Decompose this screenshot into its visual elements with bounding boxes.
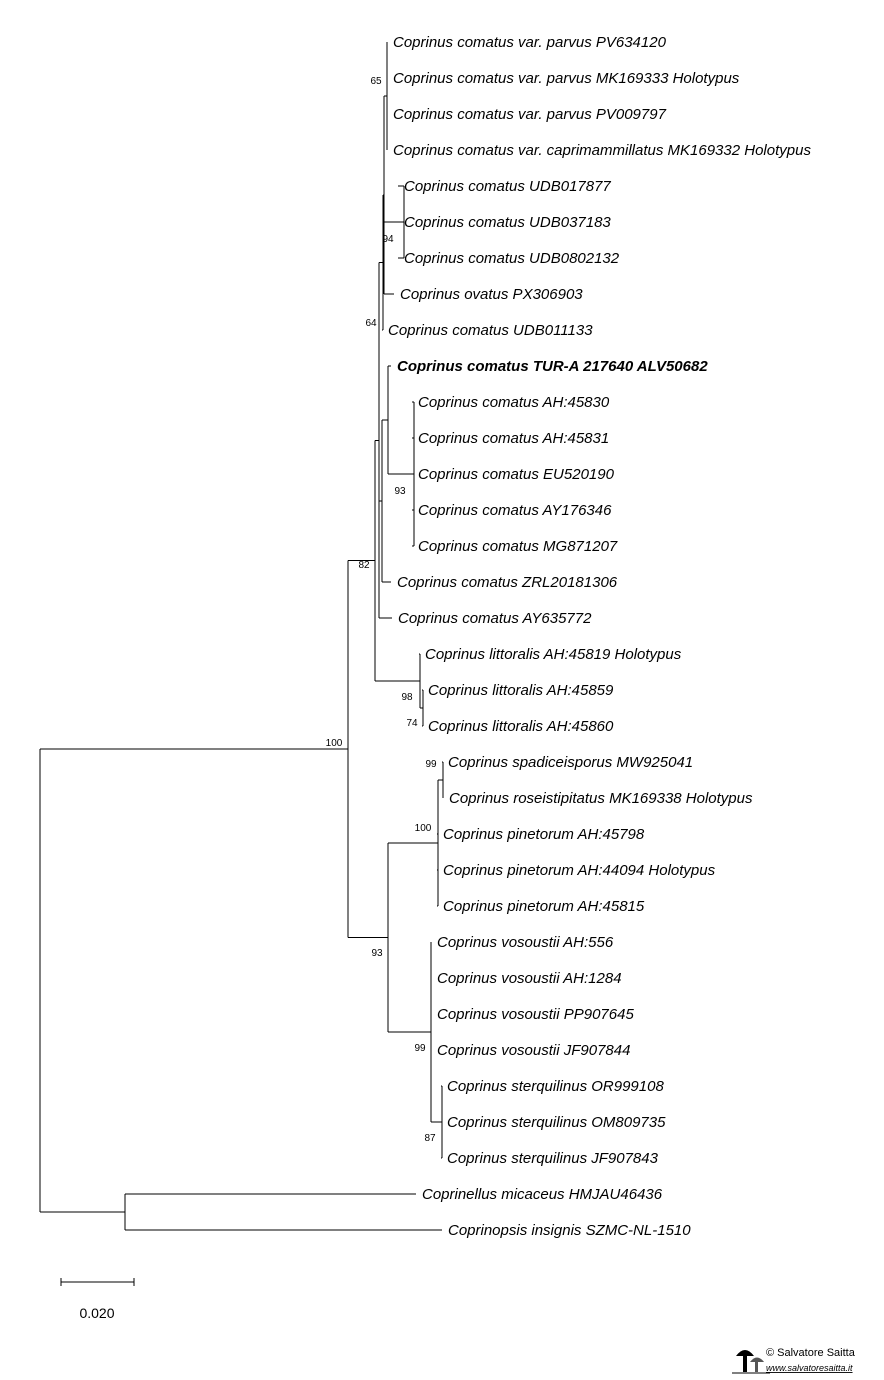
taxon-label: Coprinus comatus AY635772 bbox=[398, 610, 592, 627]
support-value: 99 bbox=[414, 1043, 426, 1054]
taxon-label: Coprinus comatus UDB017877 bbox=[404, 178, 611, 195]
taxon-label: Coprinus comatus UDB0802132 bbox=[404, 250, 620, 267]
taxon-label: Coprinus comatus ZRL20181306 bbox=[397, 574, 618, 591]
taxon-label: Coprinus comatus MG871207 bbox=[418, 538, 618, 555]
taxon-label: Coprinus pinetorum AH:45798 bbox=[443, 826, 645, 843]
taxon-label: Coprinus comatus AH:45831 bbox=[418, 430, 609, 447]
support-value: 100 bbox=[326, 738, 343, 749]
taxon-label: Coprinus sterquilinus JF907843 bbox=[447, 1150, 659, 1167]
taxon-label: Coprinus vosoustii AH:1284 bbox=[437, 970, 622, 987]
taxon-label: Coprinus littoralis AH:45860 bbox=[428, 718, 614, 735]
watermark-name: © Salvatore Saitta bbox=[766, 1347, 856, 1359]
scale-bar-label: 0.020 bbox=[79, 1305, 114, 1321]
taxon-label: Coprinus pinetorum AH:45815 bbox=[443, 898, 645, 915]
taxon-label: Coprinus comatus var. parvus PV009797 bbox=[393, 106, 667, 123]
support-value: 100 bbox=[415, 823, 432, 834]
taxon-label: Coprinus littoralis AH:45819 Holotypus bbox=[425, 646, 682, 663]
taxon-label: Coprinus spadiceisporus MW925041 bbox=[448, 754, 693, 771]
taxon-label: Coprinus roseistipitatus MK169338 Holoty… bbox=[449, 790, 753, 807]
taxon-label: Coprinus comatus var. parvus PV634120 bbox=[393, 34, 667, 51]
taxon-label: Coprinus comatus TUR-A 217640 ALV50682 bbox=[397, 358, 708, 375]
taxon-label: Coprinopsis insignis SZMC-NL-1510 bbox=[448, 1222, 691, 1239]
mushroom-logo-icon bbox=[732, 1350, 770, 1374]
taxon-label: Coprinus comatus AH:45830 bbox=[418, 394, 610, 411]
taxon-label: Coprinus vosoustii JF907844 bbox=[437, 1042, 630, 1059]
taxon-label: Coprinus vosoustii AH:556 bbox=[437, 934, 614, 951]
taxon-label: Coprinus vosoustii PP907645 bbox=[437, 1006, 634, 1023]
support-value: 74 bbox=[406, 718, 418, 729]
taxon-label: Coprinus comatus AY176346 bbox=[418, 502, 612, 519]
taxon-label: Coprinus comatus UDB037183 bbox=[404, 214, 611, 231]
taxon-label: Coprinus pinetorum AH:44094 Holotypus bbox=[443, 862, 716, 879]
support-value: 99 bbox=[425, 759, 437, 770]
support-values: 65 94 64 93 82 98 74 100 99 100 93 99 87 bbox=[326, 76, 437, 1144]
watermark-url: www.salvatoresaitta.it bbox=[766, 1363, 853, 1373]
support-value: 94 bbox=[382, 234, 394, 245]
support-value: 65 bbox=[370, 76, 382, 87]
taxon-labels: Coprinus comatus var. parvus PV634120Cop… bbox=[388, 34, 811, 1239]
taxon-label: Coprinus comatus UDB011133 bbox=[388, 322, 593, 339]
support-value: 98 bbox=[401, 692, 413, 703]
taxon-label: Coprinus comatus var. parvus MK169333 Ho… bbox=[393, 70, 740, 87]
support-value: 93 bbox=[394, 486, 406, 497]
taxon-label: Coprinus littoralis AH:45859 bbox=[428, 682, 614, 699]
scale-bar: 0.020 bbox=[60, 1278, 135, 1321]
tree-branches bbox=[39, 42, 444, 1231]
support-value: 64 bbox=[365, 318, 377, 329]
taxon-label: Coprinus sterquilinus OM809735 bbox=[447, 1114, 666, 1131]
taxon-label: Coprinus ovatus PX306903 bbox=[400, 286, 583, 303]
taxon-label: Coprinus comatus EU520190 bbox=[418, 466, 615, 483]
taxon-label: Coprinus comatus var. caprimammillatus M… bbox=[393, 142, 811, 159]
taxon-label: Coprinus sterquilinus OR999108 bbox=[447, 1078, 664, 1095]
support-value: 82 bbox=[358, 560, 370, 571]
watermark: © Salvatore Saitta www.salvatoresaitta.i… bbox=[732, 1347, 856, 1374]
support-value: 87 bbox=[424, 1133, 436, 1144]
taxon-label: Coprinellus micaceus HMJAU46436 bbox=[422, 1186, 663, 1203]
support-value: 93 bbox=[371, 948, 383, 959]
